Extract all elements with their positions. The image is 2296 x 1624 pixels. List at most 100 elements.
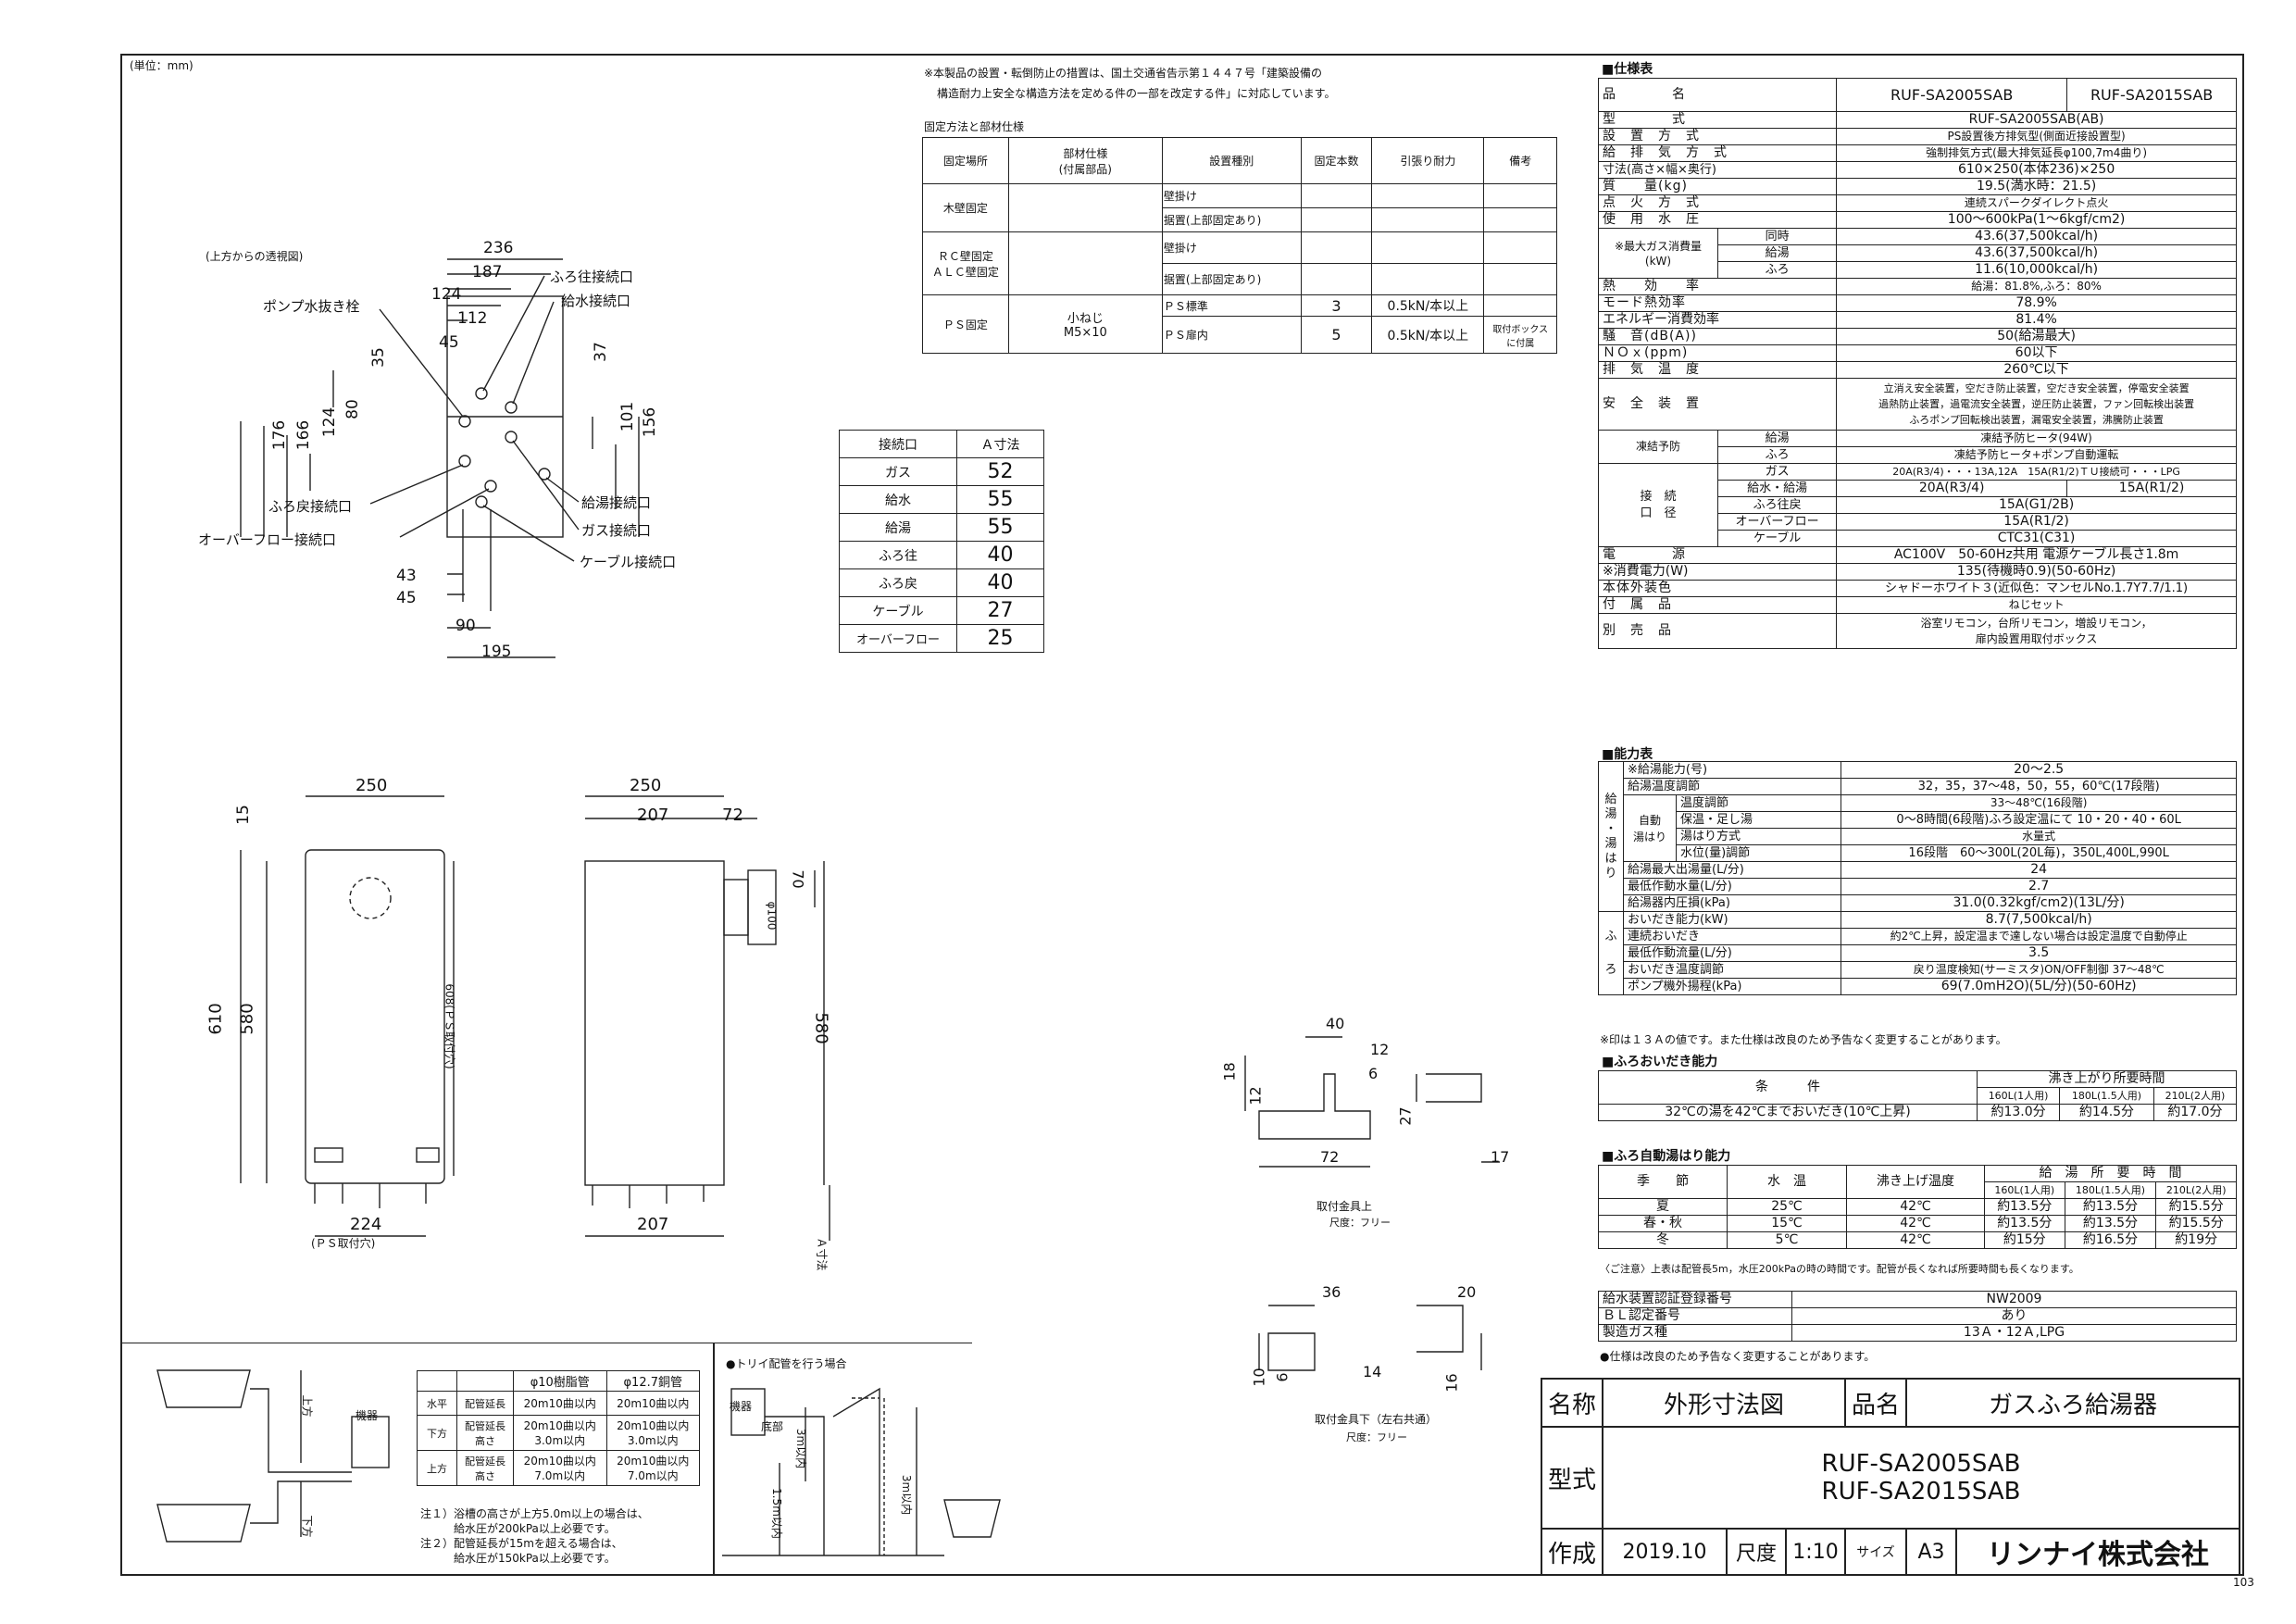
spec-value: 連続スパークダイレクト点火	[1836, 194, 2237, 212]
spec-value: PS設置後方排気型(側面近接設置型)	[1836, 128, 2237, 145]
dim-80: 80	[343, 399, 362, 419]
auto-header: 水 温	[1727, 1165, 1847, 1199]
spec-label: 質 量(kg)	[1597, 178, 1838, 195]
auto-cell: 42℃	[1846, 1198, 1985, 1216]
trap-pipe-dashed	[852, 1397, 885, 1555]
tb-size: A3	[1905, 1528, 1957, 1576]
cert-value: 13Ａ・12Ａ,LPG	[1791, 1324, 2237, 1342]
fix-header-count: 固定本数	[1300, 137, 1373, 184]
front-dim-224: 224	[350, 1215, 382, 1234]
auto-cell: 約13.5分	[2064, 1215, 2157, 1232]
spec-model-2: RUF-SA2015SAB	[2066, 78, 2237, 112]
capacity-value: 31.0(0.32kgf/cm2)(13L/分)	[1841, 894, 2237, 912]
port-overflow	[484, 480, 497, 493]
spec-label: ふろ	[1716, 261, 1838, 279]
dim-156: 156	[641, 406, 660, 438]
side-dim-580: 580	[811, 1012, 831, 1044]
fix-cell-empty	[1007, 231, 1163, 295]
pipe-table: φ10樹脂管 φ12.7銅管 水平 配管延長 20m10曲以内 20m10曲以内…	[417, 1370, 700, 1486]
side-view-body	[584, 860, 725, 1186]
spec-label: オーバーフロー	[1716, 513, 1838, 531]
front-view-pipes	[314, 1183, 427, 1208]
bb-caption: 取付金具下（左右共通）	[1315, 1413, 1438, 1426]
bracket-bottom-shape	[1267, 1332, 1316, 1371]
front-dim-15: 15	[233, 805, 253, 825]
front-view-body	[305, 849, 445, 1184]
bt-dim-27: 27	[1396, 1106, 1415, 1126]
a-row-label: ケーブル	[839, 596, 957, 625]
fix-table: 固定場所 部材仕様 (付属部品) 設置種別 固定本数 引張り耐力 備考 木壁固定…	[922, 137, 1557, 354]
pipe-note-1: 注１）浴槽の高さが上方5.0m以上の場合は、	[420, 1507, 649, 1520]
trap-h1: 3m以内	[794, 1428, 808, 1469]
reheat-header-cond: 条 件	[1598, 1070, 1978, 1105]
capacity-title: ■能力表	[1602, 747, 1653, 762]
pipe-row-dir: 水平	[417, 1391, 457, 1416]
spec-label: 品 名	[1597, 78, 1838, 112]
fix-count-ps-2: 5	[1300, 316, 1373, 354]
pipe-row-copper: 20m10曲以内 3.0m以内	[605, 1415, 700, 1451]
spec-value: 100～600kPa(1～6kgf/cm2)	[1836, 211, 2237, 229]
side-dim-a: Ａ寸法	[815, 1237, 829, 1271]
dim-45: 45	[439, 333, 459, 352]
pipe-up-label: 上方	[300, 1394, 314, 1418]
a-row-value: 55	[956, 485, 1044, 514]
a-row-value: 52	[956, 457, 1044, 486]
spec-label: 使 用 水 圧	[1597, 211, 1838, 229]
auto-cell: 42℃	[1846, 1231, 1985, 1249]
dim-112: 112	[457, 309, 488, 328]
port-furo-out	[475, 387, 488, 400]
auto-cell: 15℃	[1727, 1215, 1847, 1232]
fix-force-ps-1: 0.5kN/本以上	[1371, 294, 1485, 317]
capacity-note: ※印は１３Ａの値です。また仕様は改良のため予告なく変更することがあります。	[1600, 1033, 2007, 1046]
label-furo-out: ふろ往接続口	[550, 269, 634, 285]
auto-sub: 160L(1人用)	[1984, 1181, 2065, 1199]
capacity-value: 20～2.5	[1841, 761, 2237, 779]
auto-cell: 約13.5分	[1984, 1215, 2065, 1232]
fix-cell-empty	[1300, 231, 1373, 264]
pipe-row-item: 配管延長	[456, 1391, 514, 1416]
reheat-time: 約17.0分	[2152, 1104, 2238, 1121]
spec-value: 強制排気方式(最大排気延長φ100,7m4曲り)	[1836, 144, 2237, 162]
dim-124: 124	[431, 285, 462, 304]
spec-label: ＮＯｘ(ppm)	[1597, 344, 1838, 362]
side-dim-207b: 207	[637, 1215, 669, 1234]
top-view-caption: (上方からの透視図)	[206, 250, 304, 263]
cert-label: 給水装置認証登録番号	[1598, 1291, 1792, 1308]
spec-label: 安 全 装 置	[1597, 378, 1838, 431]
a-row-label: オーバーフロー	[839, 624, 957, 653]
auto-sub: 180L(1.5人用)	[2064, 1181, 2157, 1199]
pipe-row-resin: 20m10曲以内	[513, 1391, 607, 1416]
reheat-time: 約14.5分	[2059, 1104, 2154, 1121]
fix-header-force: 引張り耐力	[1371, 137, 1485, 184]
spec-value: 78.9%	[1836, 294, 2237, 312]
spec-value: 11.6(10,000kcal/h)	[1836, 261, 2237, 279]
fix-cell-empty	[1371, 183, 1485, 208]
capacity-value: 8.7(7,500kcal/h)	[1841, 911, 2237, 929]
reheat-sub: 160L(1人用)	[1976, 1087, 2061, 1105]
bt-dim-12v: 12	[1246, 1086, 1265, 1106]
bracket-top-side	[1426, 1073, 1482, 1103]
side-dim-72: 72	[722, 806, 743, 825]
reheat-table: 条 件沸き上がり所要時間 160L(1人用)180L(1.5人用)210L(2人…	[1598, 1070, 2238, 1121]
tb-models: RUF-SA2005SAB RUF-SA2015SAB	[1602, 1426, 2240, 1530]
leader-line	[482, 275, 545, 392]
trap-bottom-label: 底部	[761, 1420, 784, 1433]
fix-type-ps-1: ＰＳ標準	[1161, 294, 1302, 317]
front-view-drawing	[240, 795, 455, 1237]
spec-value: 135(待機時0.9)(50-60Hz)	[1836, 563, 2237, 581]
pipe-row-resin: 20m10曲以内 7.0m以内	[513, 1450, 607, 1486]
spec-label: 給湯	[1716, 430, 1838, 447]
pipe-row-dir: 上方	[417, 1450, 457, 1486]
bb-dim-36: 36	[1322, 1283, 1341, 1301]
auto-cell: 春・秋	[1598, 1215, 1728, 1232]
capacity-label: おいだき能力(kW)	[1622, 911, 1842, 929]
a-row-value: 40	[956, 568, 1044, 597]
spec-value: 浴室リモコン，台所リモコン，増設リモコン， 扉内設置用取付ボックス	[1836, 613, 2237, 649]
bb-scale: 尺度：フリー	[1346, 1431, 1407, 1443]
spec-value: 15A(G1/2B)	[1836, 496, 2237, 514]
auto-header: 沸き上げ温度	[1846, 1165, 1985, 1199]
fix-force-ps-2: 0.5kN/本以上	[1371, 316, 1485, 354]
